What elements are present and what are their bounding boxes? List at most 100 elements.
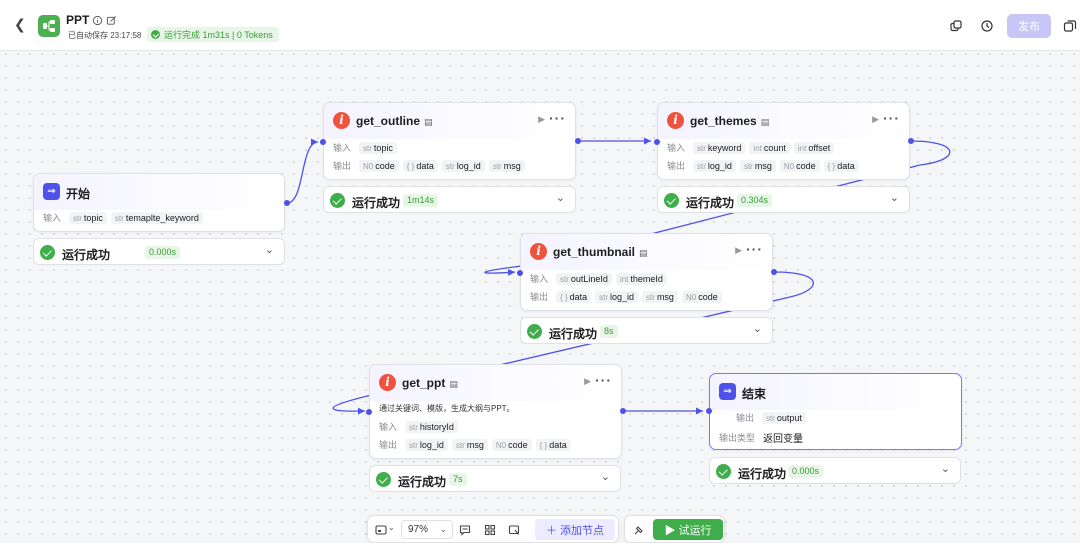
chevron-down-icon[interactable]: ⌄ — [889, 192, 899, 204]
duration-badge: 1m14s — [403, 194, 439, 207]
play-icon[interactable]: ▶ — [735, 245, 742, 255]
input-port[interactable] — [320, 139, 326, 145]
trial-run-button[interactable]: ▶ 试运行 — [653, 519, 723, 540]
node-description: 通过关键词、模版，生成大纲与PPT。 — [379, 404, 515, 413]
success-icon — [330, 193, 345, 208]
chevron-down-icon[interactable]: ⌄ — [600, 471, 610, 483]
success-icon — [716, 464, 731, 479]
zoom-select[interactable]: 97% ⌄ — [401, 520, 453, 539]
chevron-down-icon[interactable]: ⌄ — [264, 244, 274, 256]
run-result-get-outline[interactable]: 运行成功 1m14s ⌄ — [323, 186, 576, 213]
node-title: 开始 — [66, 187, 91, 201]
input-port[interactable] — [654, 139, 660, 145]
history-icon[interactable] — [980, 19, 994, 33]
doc-icon: ▤ — [449, 379, 458, 389]
play-icon: ▶ — [664, 524, 679, 537]
node-title: get_outline — [356, 114, 421, 128]
input-port[interactable] — [706, 408, 712, 414]
run-result-get-thumbnail[interactable]: 运行成功 8s ⌄ — [520, 317, 773, 344]
publish-button[interactable]: 发布 — [1007, 14, 1051, 38]
fit-view-icon[interactable] — [508, 524, 520, 536]
chevron-down-icon[interactable]: ⌄ — [940, 463, 950, 475]
autosave-time: 已自动保存 23:17:58 — [68, 31, 142, 40]
duration-badge: 7s — [449, 473, 467, 486]
output-type-row: 输出类型 返回变量 — [719, 430, 803, 445]
output-port[interactable] — [908, 138, 914, 144]
more-icon[interactable]: ··· — [746, 241, 763, 257]
chevron-down-icon: ⌄ — [439, 524, 447, 534]
chevron-down-icon[interactable]: ⌄ — [388, 523, 395, 532]
input-port[interactable] — [366, 409, 372, 415]
copy-icon[interactable] — [949, 19, 963, 33]
chevron-down-icon[interactable]: ⌄ — [555, 192, 565, 204]
var-tag: { }data — [823, 159, 859, 172]
more-icon[interactable]: ··· — [549, 110, 566, 126]
duration-badge: 0.000s — [788, 465, 824, 478]
duplicate-icon[interactable] — [1063, 19, 1077, 33]
success-icon — [527, 324, 542, 339]
edit-icon[interactable] — [106, 15, 117, 26]
success-icon — [40, 245, 55, 260]
play-icon[interactable]: ▶ — [584, 376, 591, 386]
chevron-down-icon[interactable]: ⌄ — [752, 323, 762, 335]
run-result-start[interactable]: 运行成功 0.000s ⌄ — [33, 238, 285, 265]
edge-thumbnail-to-ppt — [332, 271, 814, 415]
workflow-header: ❮ PPT 已自动保存 23:17:58 运行完成 1m31s | 0 Toke… — [0, 0, 1080, 51]
more-icon[interactable]: ··· — [883, 110, 900, 126]
plus-icon: ＋ — [545, 524, 561, 537]
run-result-get-themes[interactable]: 运行成功 0.304s ⌄ — [657, 186, 910, 213]
duration-badge: 0.000s — [145, 246, 181, 259]
debug-icon[interactable] — [633, 524, 645, 536]
node-get-ppt[interactable]: i get_ppt▤ ▶ ··· 通过关键词、模版，生成大纲与PPT。 输入 s… — [369, 364, 622, 459]
edge-start-to-outline — [286, 138, 319, 204]
run-toolbar: ▶ 试运行 — [624, 515, 725, 543]
info-icon[interactable] — [92, 15, 103, 26]
input-port[interactable] — [517, 270, 523, 276]
output-port[interactable] — [284, 200, 290, 206]
comment-icon[interactable] — [459, 524, 471, 536]
node-title: get_thumbnail — [553, 245, 636, 259]
run-result-end[interactable]: 运行成功 0.000s ⌄ — [709, 457, 961, 484]
output-port[interactable] — [575, 138, 581, 144]
layout-icon[interactable] — [484, 524, 496, 536]
play-icon[interactable]: ▶ — [538, 114, 545, 124]
add-node-button[interactable]: ＋ 添加节点 — [535, 519, 615, 540]
run-result-get-ppt[interactable]: 运行成功 7s ⌄ — [369, 465, 621, 492]
doc-icon: ▤ — [424, 117, 433, 127]
node-title: get_themes — [690, 114, 757, 128]
minimap-icon[interactable] — [375, 524, 387, 536]
plugin-icon: i — [333, 112, 350, 129]
chevron-left-icon[interactable]: ❮ — [14, 16, 26, 32]
play-icon[interactable]: ▶ — [872, 114, 879, 124]
run-status-text: 运行完成 1m31s | 0 Tokens — [164, 30, 273, 40]
output-port[interactable] — [620, 408, 626, 414]
more-icon[interactable]: ··· — [595, 372, 612, 388]
output-port[interactable] — [771, 269, 777, 275]
plugin-icon: i — [379, 374, 396, 391]
